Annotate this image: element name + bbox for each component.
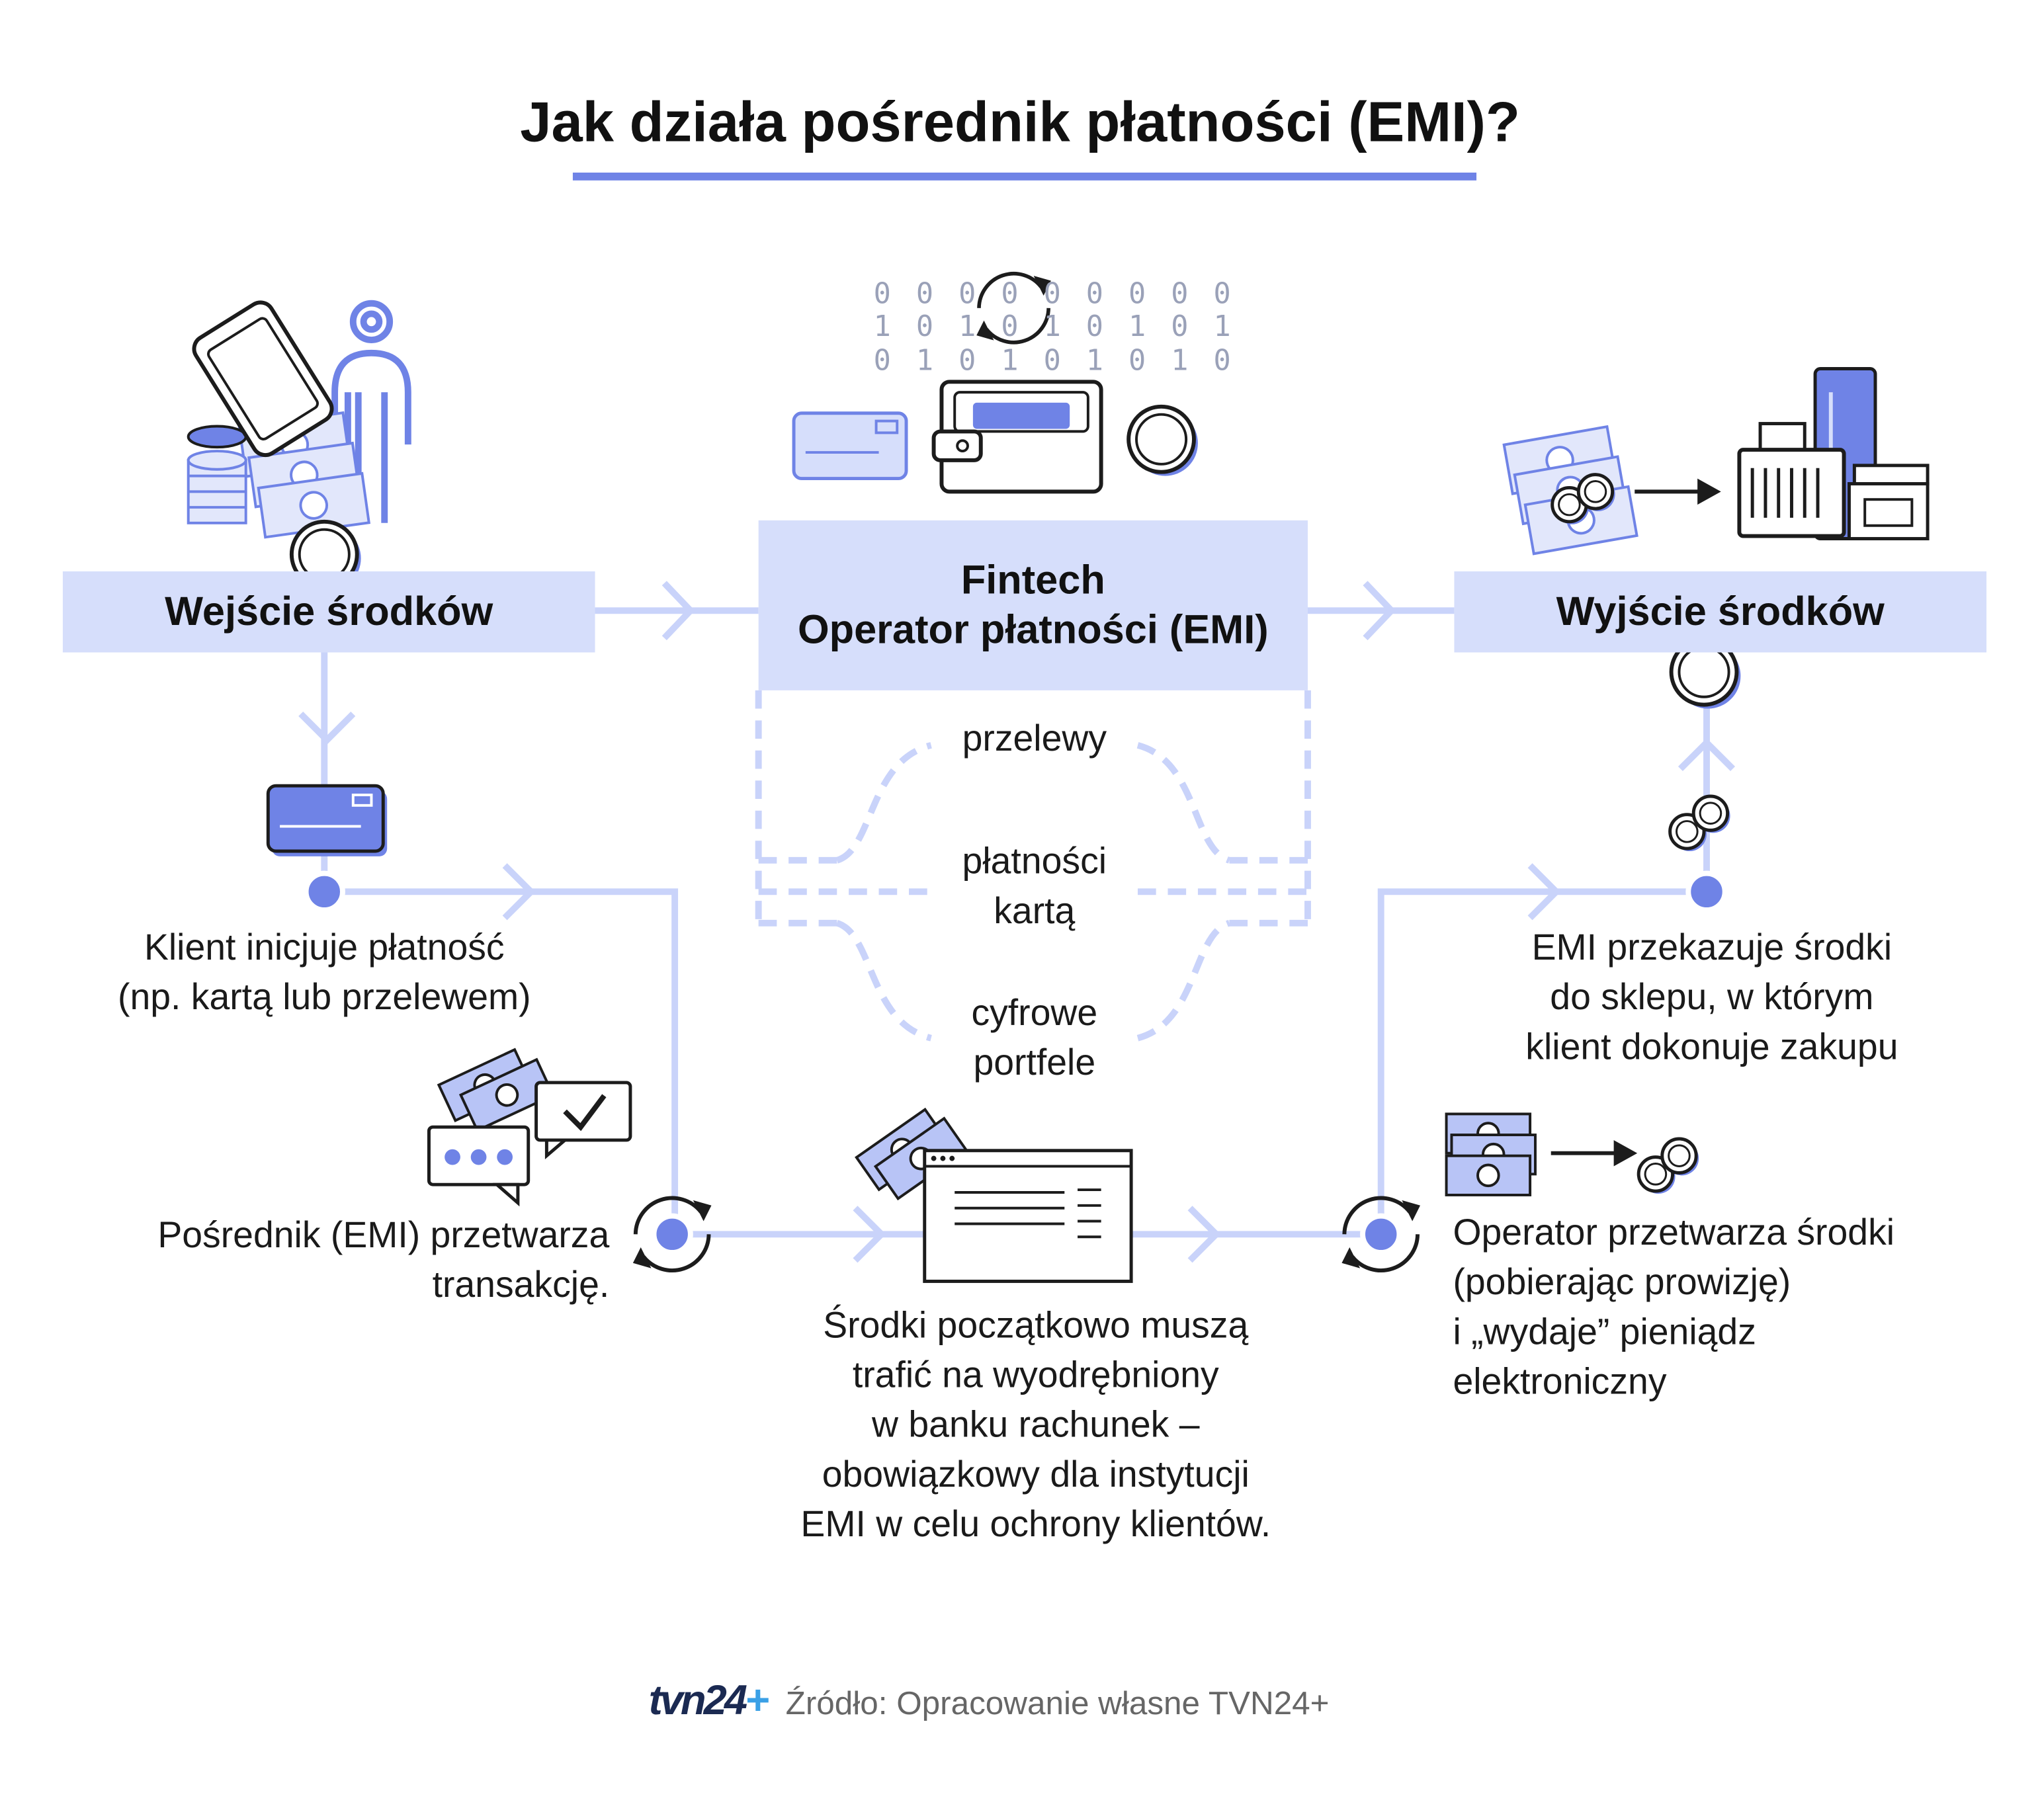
step-account-text: Środki początkowo muszą trafić na wyodrę… xyxy=(800,1301,1271,1550)
logo-plus: + xyxy=(745,1676,769,1723)
step-client-text: Klient inicjuje płatność (np. kartą lub … xyxy=(118,923,531,1022)
page-title: Jak działa pośrednik płatności (EMI)? xyxy=(520,91,1520,155)
coins-icon xyxy=(187,425,247,524)
step-line: klient dokonuje zakupu xyxy=(1525,1026,1898,1067)
browser-icon xyxy=(923,1149,1133,1283)
channel-transfers: przelewy xyxy=(962,718,1107,759)
step-line: trafić na wyodrębniony xyxy=(852,1354,1219,1395)
step-line: EMI w celu ochrony klientów. xyxy=(800,1503,1271,1544)
binary-row: 0 0 0 0 0 0 0 0 0 xyxy=(873,278,1235,311)
dashed-rails xyxy=(755,690,1311,1042)
step-line: do sklepu, w którym xyxy=(1550,976,1874,1018)
coin-icon xyxy=(1670,796,1730,851)
step-line: i „wydaje” pieniądz xyxy=(1453,1311,1756,1352)
title-underline xyxy=(572,172,1477,181)
step-line: transakcję. xyxy=(432,1264,610,1305)
card-icon xyxy=(268,786,387,856)
chat-icon xyxy=(427,1081,632,1207)
fintech-label: Fintech xyxy=(960,557,1105,603)
step-line: Pośrednik (EMI) przetwarza xyxy=(157,1214,610,1255)
binary-row: 0 1 0 1 0 1 0 1 0 xyxy=(873,345,1235,378)
channel-card-line: kartą xyxy=(994,890,1076,931)
arrow-icon xyxy=(1635,478,1721,505)
step-line: w banku rachunek – xyxy=(872,1404,1200,1445)
step-line: EMI przekazuje środki xyxy=(1531,927,1892,968)
step-line: elektroniczny xyxy=(1453,1361,1667,1402)
banknotes-icon xyxy=(1445,1112,1537,1196)
binary-row: 1 0 1 0 1 0 1 0 1 xyxy=(873,311,1235,344)
channel-wallets: cyfrowe portfele xyxy=(971,989,1097,1088)
channel-card: płatności kartą xyxy=(962,837,1107,936)
phone-icon xyxy=(192,300,334,458)
fintech-operator-box: Fintech Operator płatności (EMI) xyxy=(758,520,1308,690)
step-intermediary-text: Pośrednik (EMI) przetwarza transakcję. xyxy=(105,1211,609,1310)
funds-output-label: Wyjście środków xyxy=(1556,588,1885,634)
flow-chevrons xyxy=(298,581,1736,1263)
coin-icon xyxy=(1638,1139,1699,1194)
logo-text: tvn24 xyxy=(648,1676,747,1723)
step-line: Klient inicjuje płatność xyxy=(144,927,505,968)
wallet-icon xyxy=(931,380,1103,494)
step-line: (pobierając prowizję) xyxy=(1453,1261,1791,1303)
funds-output-box: Wyjście środków xyxy=(1454,571,1987,653)
operator-label: Operator płatności (EMI) xyxy=(797,606,1269,653)
arrow-icon xyxy=(1551,1139,1638,1167)
tvn24-logo: tvn24+ xyxy=(648,1676,769,1723)
step-line: Środki początkowo muszą xyxy=(823,1305,1249,1346)
step-transfer-text: EMI przekazuje środki do sklepu, w który… xyxy=(1525,923,1898,1072)
step-operator-text: Operator przetwarza środki (pobierając p… xyxy=(1453,1208,1894,1407)
channel-card-line: płatności xyxy=(962,841,1107,882)
funds-input-box: Wejście środków xyxy=(62,571,595,653)
source-note: Źródło: Opracowanie własne TVN24+ xyxy=(785,1685,1330,1722)
footer: tvn24+ Źródło: Opracowanie własne TVN24+ xyxy=(649,1676,1330,1725)
funds-input-label: Wejście środków xyxy=(165,588,493,634)
step-line: Operator przetwarza środki xyxy=(1453,1212,1895,1253)
card-icon xyxy=(792,411,908,481)
coin-icon xyxy=(1128,407,1198,476)
step-line: obowiązkowy dla instytucji xyxy=(822,1454,1250,1495)
channel-wallets-line: portfele xyxy=(973,1042,1096,1083)
channel-wallets-line: cyfrowe xyxy=(971,992,1098,1033)
step-line: (np. kartą lub przelewem) xyxy=(118,976,531,1018)
person-icon xyxy=(331,300,411,523)
shop-icon xyxy=(1737,367,1930,540)
